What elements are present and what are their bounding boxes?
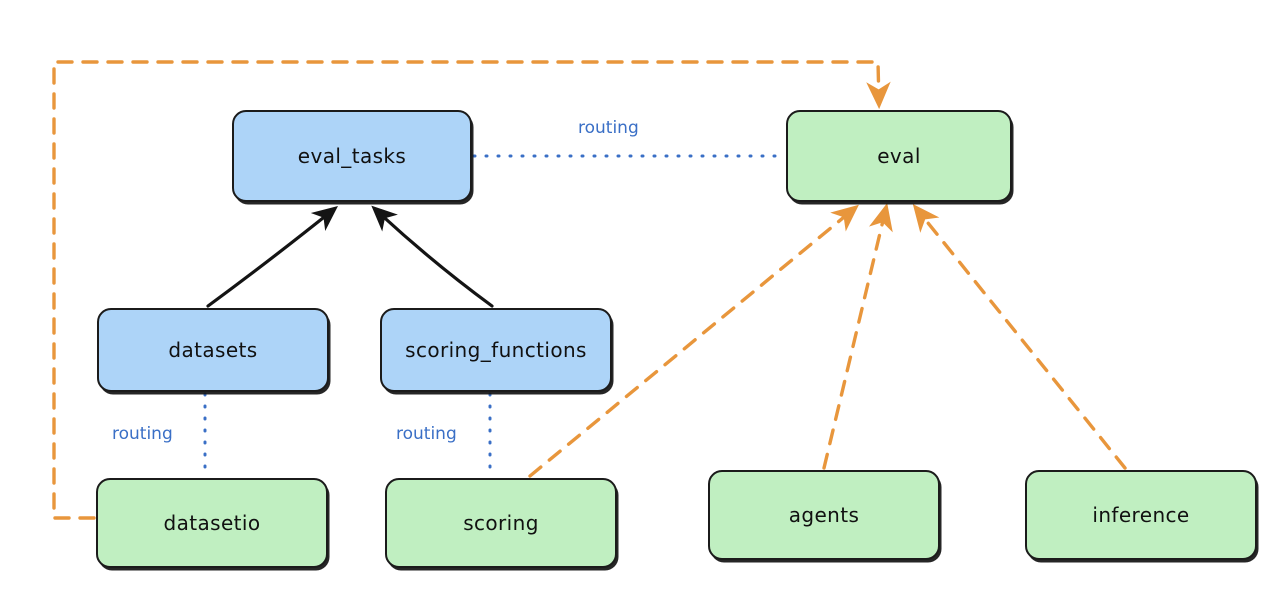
node-scoring[interactable]: scoring <box>385 478 617 568</box>
edge-inference-to-eval <box>912 204 1127 470</box>
edge-datasets-to-eval-tasks <box>206 206 338 308</box>
edge-agents-to-eval <box>822 203 893 470</box>
node-label: datasetio <box>163 511 261 535</box>
edge-scoring-functions-to-eval-tasks <box>371 205 494 308</box>
node-datasetio[interactable]: datasetio <box>96 478 328 568</box>
edge-label-routing-scoring-functions: routing <box>396 424 457 444</box>
edge-datasetio-to-eval <box>52 60 891 520</box>
node-label: scoring_functions <box>405 338 587 362</box>
node-label: inference <box>1092 503 1190 527</box>
node-eval[interactable]: eval <box>786 110 1012 202</box>
edge-label-routing-eval-tasks: routing <box>578 118 639 138</box>
edge-scoring-to-eval <box>528 204 859 478</box>
node-label: agents <box>788 503 860 527</box>
node-eval-tasks[interactable]: eval_tasks <box>232 110 472 202</box>
node-label: eval_tasks <box>297 144 407 168</box>
node-inference[interactable]: inference <box>1025 470 1257 560</box>
node-label: datasets <box>168 338 258 362</box>
node-label: scoring <box>463 511 539 535</box>
node-scoring-functions[interactable]: scoring_functions <box>380 308 612 392</box>
edge-label-routing-datasets: routing <box>112 424 173 444</box>
node-label: eval <box>877 144 921 168</box>
node-datasets[interactable]: datasets <box>97 308 329 392</box>
node-agents[interactable]: agents <box>708 470 940 560</box>
